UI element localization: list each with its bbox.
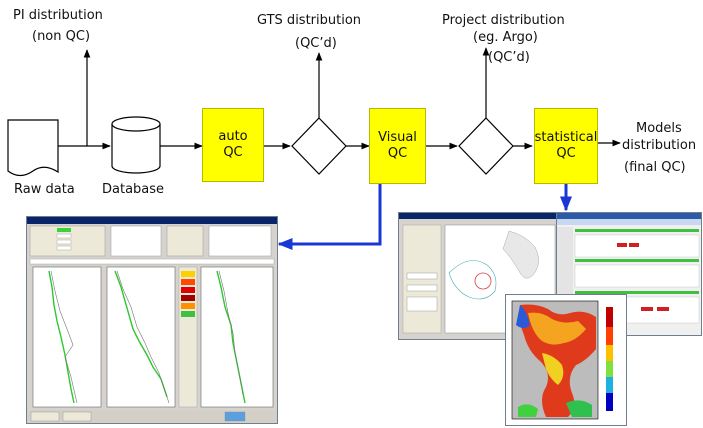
project-distribution-title: Project distribution	[442, 13, 565, 28]
arrow-visual-to-screenshot	[277, 183, 382, 250]
auto-qc-line2: QC	[223, 145, 243, 160]
models-final-qc-label: (final QC)	[624, 160, 686, 175]
gts-distribution-sub: (QC’d)	[295, 36, 337, 51]
models-distribution-label: distribution	[622, 138, 697, 153]
project-decision-diamond-icon	[458, 117, 514, 175]
visual-qc-software-screenshot	[26, 216, 278, 424]
statistical-qc-line2: QC	[556, 146, 576, 161]
models-label: Models	[636, 121, 682, 136]
profile-viewer-illustration	[27, 217, 277, 423]
pi-distribution-sub: (non QC)	[32, 29, 91, 44]
visual-qc-line1: Visual	[378, 130, 417, 145]
ocean-heatmap-screenshot	[505, 294, 627, 426]
ocean-heatmap-illustration	[511, 300, 613, 420]
map-tool-illustration	[399, 213, 559, 334]
visual-qc-line2: QC	[387, 146, 408, 161]
gts-decision-diamond-icon	[291, 117, 347, 175]
project-distribution-example: (eg. Argo)	[473, 30, 538, 45]
auto-qc-line1: auto	[218, 129, 248, 144]
table-tool-illustration	[557, 213, 701, 335]
gts-distribution-title: GTS distribution	[257, 13, 362, 28]
raw-data-document-icon	[7, 119, 59, 177]
project-distribution-sub: (QC’d)	[488, 50, 530, 65]
statistical-qc-line1: statistical	[534, 130, 598, 145]
database-label: Database	[102, 182, 165, 197]
pi-distribution-title: PI distribution	[13, 8, 103, 23]
database-cylinder-icon	[111, 116, 161, 174]
raw-data-label: Raw data	[14, 182, 75, 197]
